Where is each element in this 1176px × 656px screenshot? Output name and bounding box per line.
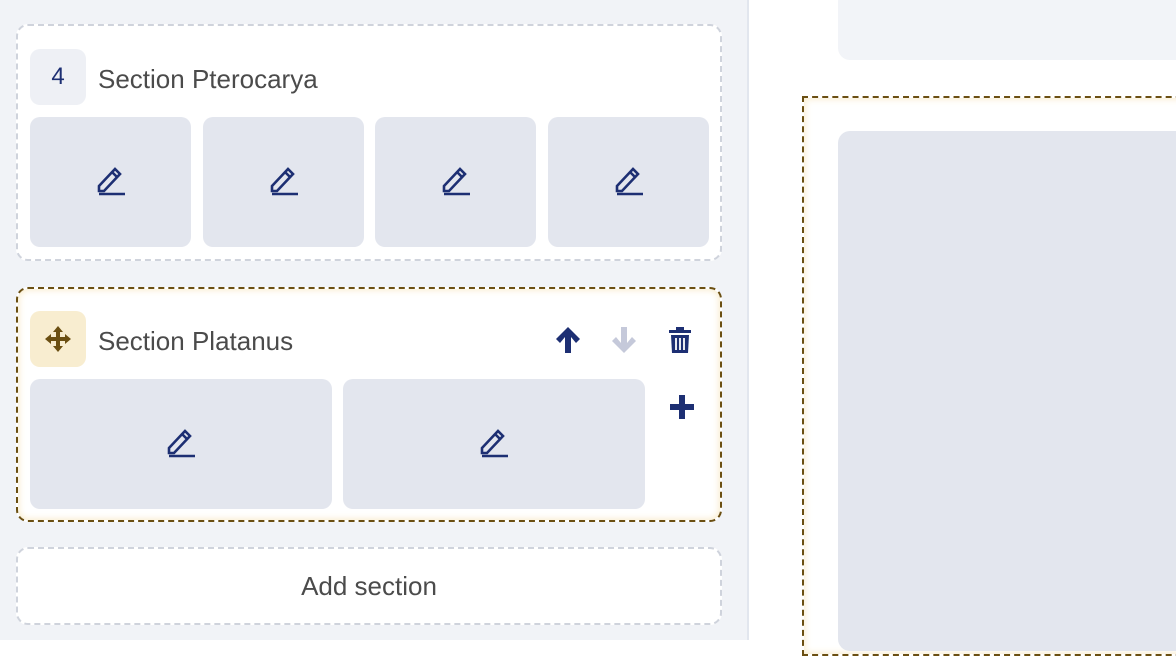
pencil-icon xyxy=(97,167,125,196)
preview-header-block xyxy=(838,0,1176,60)
edit-tile[interactable] xyxy=(203,117,364,247)
add-tile-button[interactable] xyxy=(666,391,698,423)
section-card-platanus: Section Platanus xyxy=(16,287,722,522)
arrow-down-icon xyxy=(612,327,636,353)
pencil-icon xyxy=(615,167,643,196)
section-card-pterocarya: 4 Section Pterocarya xyxy=(16,24,722,261)
pencil-icon xyxy=(480,429,508,458)
preview-tile xyxy=(838,131,1176,651)
edit-tile[interactable] xyxy=(30,117,191,247)
edit-tile[interactable] xyxy=(30,379,332,509)
plus-icon xyxy=(670,395,694,419)
arrow-up-icon xyxy=(556,327,580,353)
move-down-button[interactable] xyxy=(608,324,640,356)
section-title: Section Platanus xyxy=(98,326,294,356)
trash-icon xyxy=(669,327,691,353)
pencil-icon xyxy=(167,429,195,458)
pencil-icon xyxy=(270,167,298,196)
delete-section-button[interactable] xyxy=(664,324,696,356)
section-number-badge: 4 xyxy=(30,49,86,105)
pencil-icon xyxy=(442,167,470,196)
drag-handle[interactable] xyxy=(30,311,86,367)
edit-tile[interactable] xyxy=(343,379,645,509)
edit-tile[interactable] xyxy=(548,117,709,247)
move-icon xyxy=(45,326,71,352)
move-up-button[interactable] xyxy=(552,324,584,356)
add-section-button[interactable]: Add section xyxy=(16,547,722,625)
edit-tile[interactable] xyxy=(375,117,536,247)
sections-panel: 4 Section Pterocarya Section Platanus Ad… xyxy=(0,0,749,640)
section-title: Section Pterocarya xyxy=(98,64,318,94)
